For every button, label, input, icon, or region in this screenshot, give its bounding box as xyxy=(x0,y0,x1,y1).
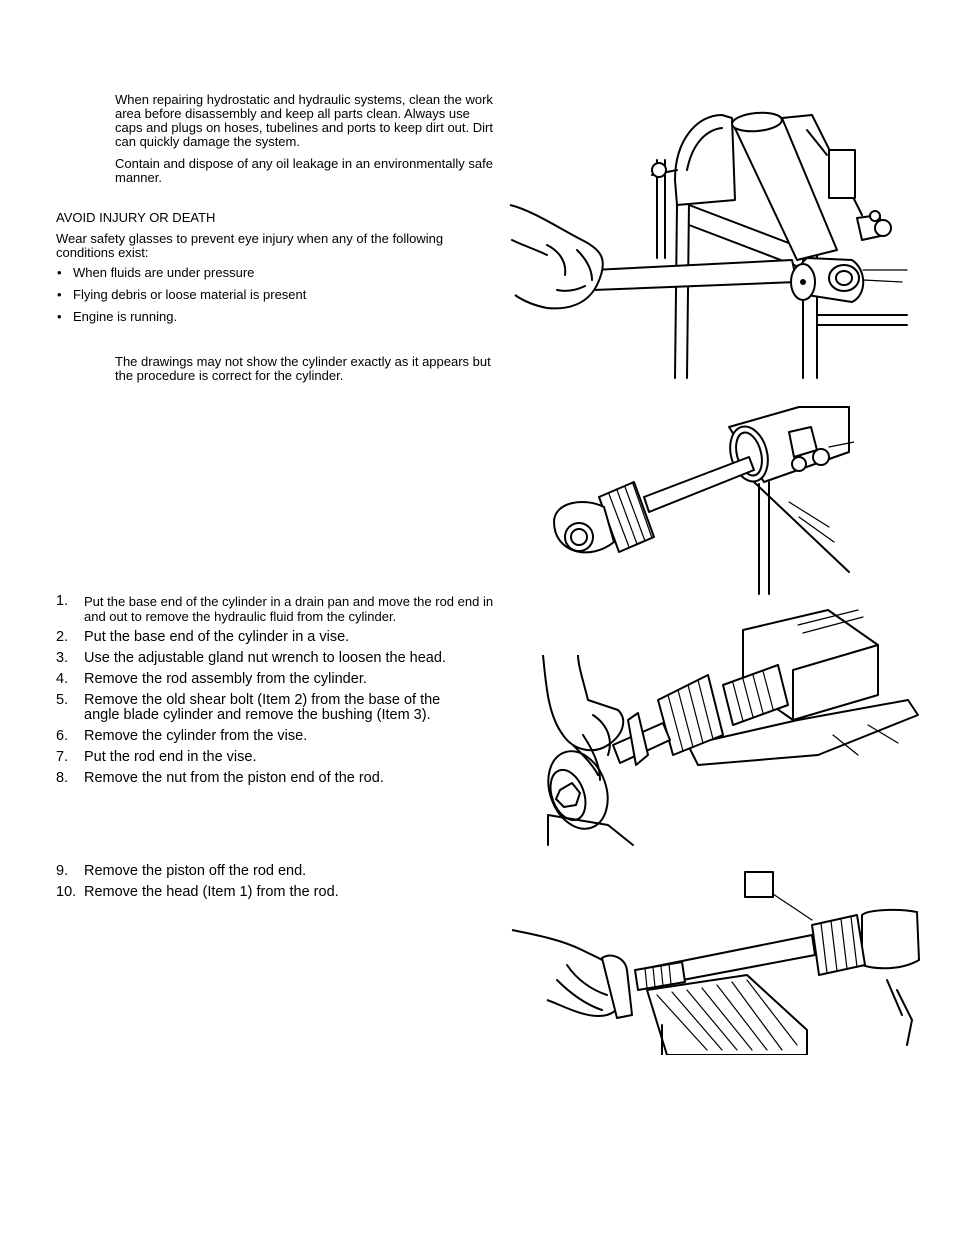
list-item: •Flying debris or loose material is pres… xyxy=(57,287,307,302)
notice-paragraph-2: Contain and dispose of any oil leakage i… xyxy=(115,156,493,185)
warning-intro: Wear safety glasses to prevent eye injur… xyxy=(56,231,444,260)
step-3: 3.Use the adjustable gland nut wrench to… xyxy=(56,650,446,666)
note-text: The drawings may not show the cylinder e… xyxy=(115,354,491,383)
step-1: 1.Put the base end of the cylinder in a … xyxy=(56,593,494,625)
step-6: 6.Remove the cylinder from the vise. xyxy=(56,728,308,744)
item-callout-box xyxy=(744,871,774,898)
bullet-icon: • xyxy=(57,265,62,280)
rod-removal-figure xyxy=(549,402,854,597)
step-10: 10.Remove the head (Item 1) from the rod… xyxy=(56,884,339,900)
step-7: 7.Put the rod end in the vise. xyxy=(56,749,257,765)
gland-nut-wrench-figure xyxy=(507,110,912,380)
procedure-steps-2: 9.Remove the piston off the rod end. 10.… xyxy=(56,864,496,906)
piston-nut-removal-illustration xyxy=(542,609,919,846)
gland-nut-wrench-illustration xyxy=(509,111,908,379)
head-removal-figure xyxy=(507,870,922,1055)
list-item: •When fluids are under pressure xyxy=(57,265,255,280)
head-removal-illustration xyxy=(511,871,920,1055)
step-4: 4.Remove the rod assembly from the cylin… xyxy=(56,671,367,687)
warning-heading: AVOID INJURY OR DEATH xyxy=(56,210,216,225)
procedure-steps-1: 1.Put the base end of the cylinder in a … xyxy=(56,594,496,792)
piston-nut-removal-figure xyxy=(538,605,920,850)
step-2: 2.Put the base end of the cylinder in a … xyxy=(56,629,350,645)
step-5: 5.Remove the old shear bolt (Item 2) fro… xyxy=(56,692,441,723)
list-item: •Engine is running. xyxy=(57,309,178,324)
notice-paragraph-1: When repairing hydrostatic and hydraulic… xyxy=(115,92,493,149)
rod-removal-illustration xyxy=(553,406,854,595)
step-8: 8.Remove the nut from the piston end of … xyxy=(56,770,384,786)
bullet-icon: • xyxy=(57,287,62,302)
step-9: 9.Remove the piston off the rod end. xyxy=(56,863,307,879)
bullet-icon: • xyxy=(57,309,62,324)
warning-bullet-list: •When fluids are under pressure •Flying … xyxy=(56,266,496,332)
